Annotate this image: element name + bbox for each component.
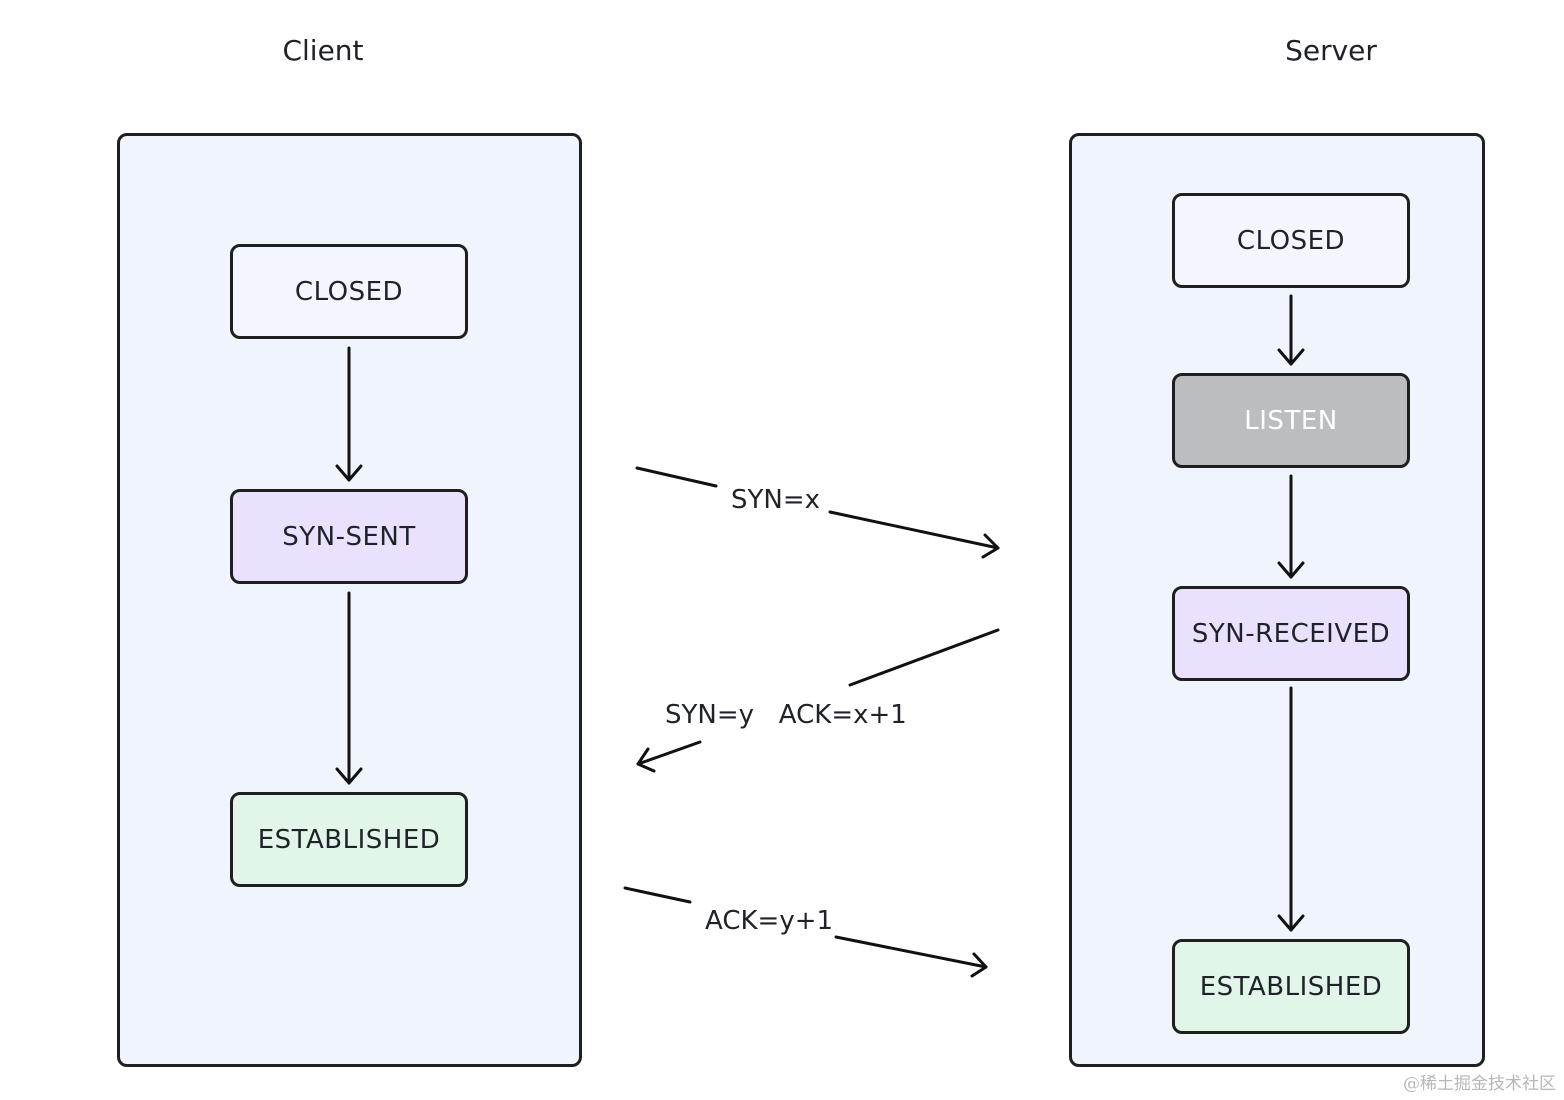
client-state-closed: CLOSED bbox=[230, 244, 468, 339]
server-state-listen: LISTEN bbox=[1172, 373, 1410, 468]
client-state-established: ESTABLISHED bbox=[230, 792, 468, 887]
server-state-established: ESTABLISHED bbox=[1172, 939, 1410, 1034]
message-label-syn-ack: SYN=y ACK=x+1 bbox=[665, 700, 907, 730]
watermark: @稀土掘金技术社区 bbox=[1403, 1074, 1556, 1094]
server-state-syn-received: SYN-RECEIVED bbox=[1172, 586, 1410, 681]
client-state-syn-sent: SYN-SENT bbox=[230, 489, 468, 584]
message-label-syn: SYN=x bbox=[731, 485, 821, 515]
client-heading: Client bbox=[282, 34, 364, 67]
server-heading: Server bbox=[1285, 34, 1377, 67]
server-state-closed: CLOSED bbox=[1172, 193, 1410, 288]
message-label-ack: ACK=y+1 bbox=[705, 906, 834, 936]
